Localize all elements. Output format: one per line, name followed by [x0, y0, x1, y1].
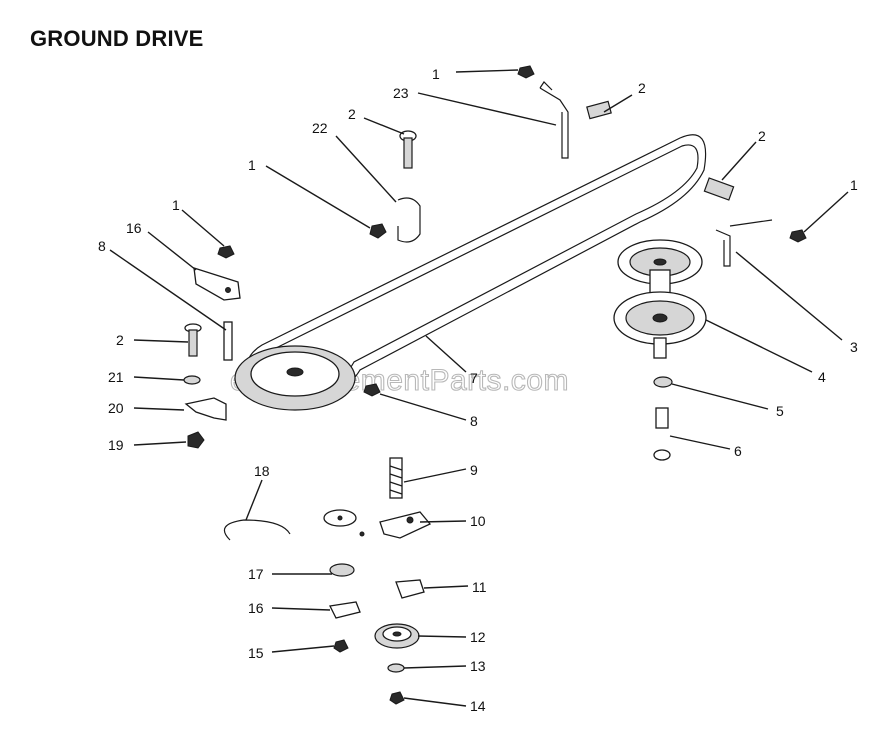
- callout-label: 21: [108, 369, 124, 385]
- callout-label: 2: [758, 128, 766, 144]
- spacer-11: [395, 579, 425, 599]
- callout-label: 16: [248, 600, 264, 616]
- callout-label: 22: [312, 120, 328, 136]
- spring-9: [389, 457, 403, 499]
- bolt-right-2: [703, 177, 735, 201]
- idler-arm-10: [379, 511, 432, 539]
- washer-17: [329, 563, 355, 577]
- washer-13: [387, 663, 405, 673]
- callout-label: 23: [393, 85, 409, 101]
- nut-right: [789, 229, 807, 243]
- callout-label: 12: [470, 629, 486, 645]
- shoulder-bolt: [653, 407, 671, 461]
- callout-label: 18: [254, 463, 270, 479]
- bracket-3: [715, 219, 773, 267]
- callout-label: 1: [850, 177, 858, 193]
- callout-label: 4: [818, 369, 826, 385]
- bracket-16: [193, 267, 241, 301]
- callout-label: 16: [126, 220, 142, 236]
- callout-label: 6: [734, 443, 742, 459]
- carriage-bolt-22: [399, 130, 417, 169]
- stud-8: [223, 321, 233, 361]
- callout-label: 15: [248, 645, 264, 661]
- drive-pulley-assembly: [613, 239, 707, 359]
- callout-label: 13: [470, 658, 486, 674]
- nut-19: [187, 431, 205, 449]
- callout-label: 7: [470, 370, 478, 386]
- callout-label: 20: [108, 400, 124, 416]
- nut-14: [389, 691, 405, 705]
- nut-15: [333, 639, 349, 653]
- callout-label: 9: [470, 462, 478, 478]
- callout-label: 2: [348, 106, 356, 122]
- spring-18: [223, 519, 291, 541]
- callout-label: 1: [172, 197, 180, 213]
- callout-label: 5: [776, 403, 784, 419]
- callout-label: 19: [108, 437, 124, 453]
- plate: [323, 509, 365, 537]
- callout-label: 14: [470, 698, 486, 714]
- carriage-bolt-top: [586, 100, 612, 120]
- bolt-left-2: [184, 323, 202, 357]
- bracket-20: [184, 397, 227, 421]
- callout-label: 17: [248, 566, 264, 582]
- callout-label: 11: [472, 579, 487, 595]
- top-nut: [517, 65, 535, 79]
- leader-lines: [109, 69, 849, 707]
- nut-16: [217, 245, 235, 259]
- callout-label: 1: [248, 157, 256, 173]
- callout-label: 3: [850, 339, 858, 355]
- washer-21: [183, 375, 201, 385]
- lock-nut-left: [369, 223, 387, 239]
- clip-22: [397, 197, 421, 243]
- page-title: GROUND DRIVE: [30, 26, 204, 51]
- bracket-23: [539, 81, 569, 159]
- bracket-16b: [329, 601, 361, 619]
- callout-label: 2: [638, 80, 646, 96]
- callout-label: 8: [98, 238, 106, 254]
- washer: [653, 376, 673, 388]
- idler-pulley-12: [374, 623, 420, 649]
- callout-label: 2: [116, 332, 124, 348]
- callout-labels: 1 23 2 22 2 1 2 1 1 16 8 3 2 4 21 7 5 20…: [98, 66, 858, 714]
- callout-label: 1: [432, 66, 440, 82]
- callout-label: 10: [470, 513, 486, 529]
- left-sheave: [234, 345, 356, 411]
- callout-label: 8: [470, 413, 478, 429]
- nut-8: [363, 383, 381, 397]
